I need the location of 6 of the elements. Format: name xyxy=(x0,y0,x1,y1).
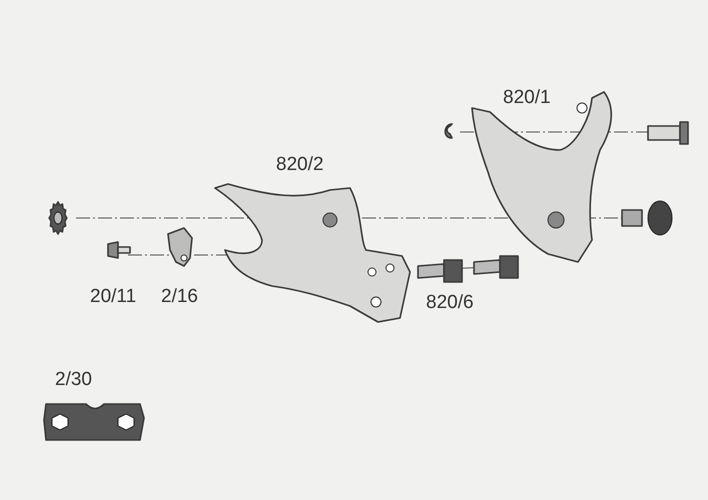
part-number: 820/2 xyxy=(276,155,324,174)
part-number: 2/16 xyxy=(161,287,198,306)
part-number: 820/6 xyxy=(426,293,474,312)
part-number: 820/1 xyxy=(503,88,551,107)
part-number: 20/11 xyxy=(90,287,136,306)
part-number: 2/30 xyxy=(55,370,92,389)
